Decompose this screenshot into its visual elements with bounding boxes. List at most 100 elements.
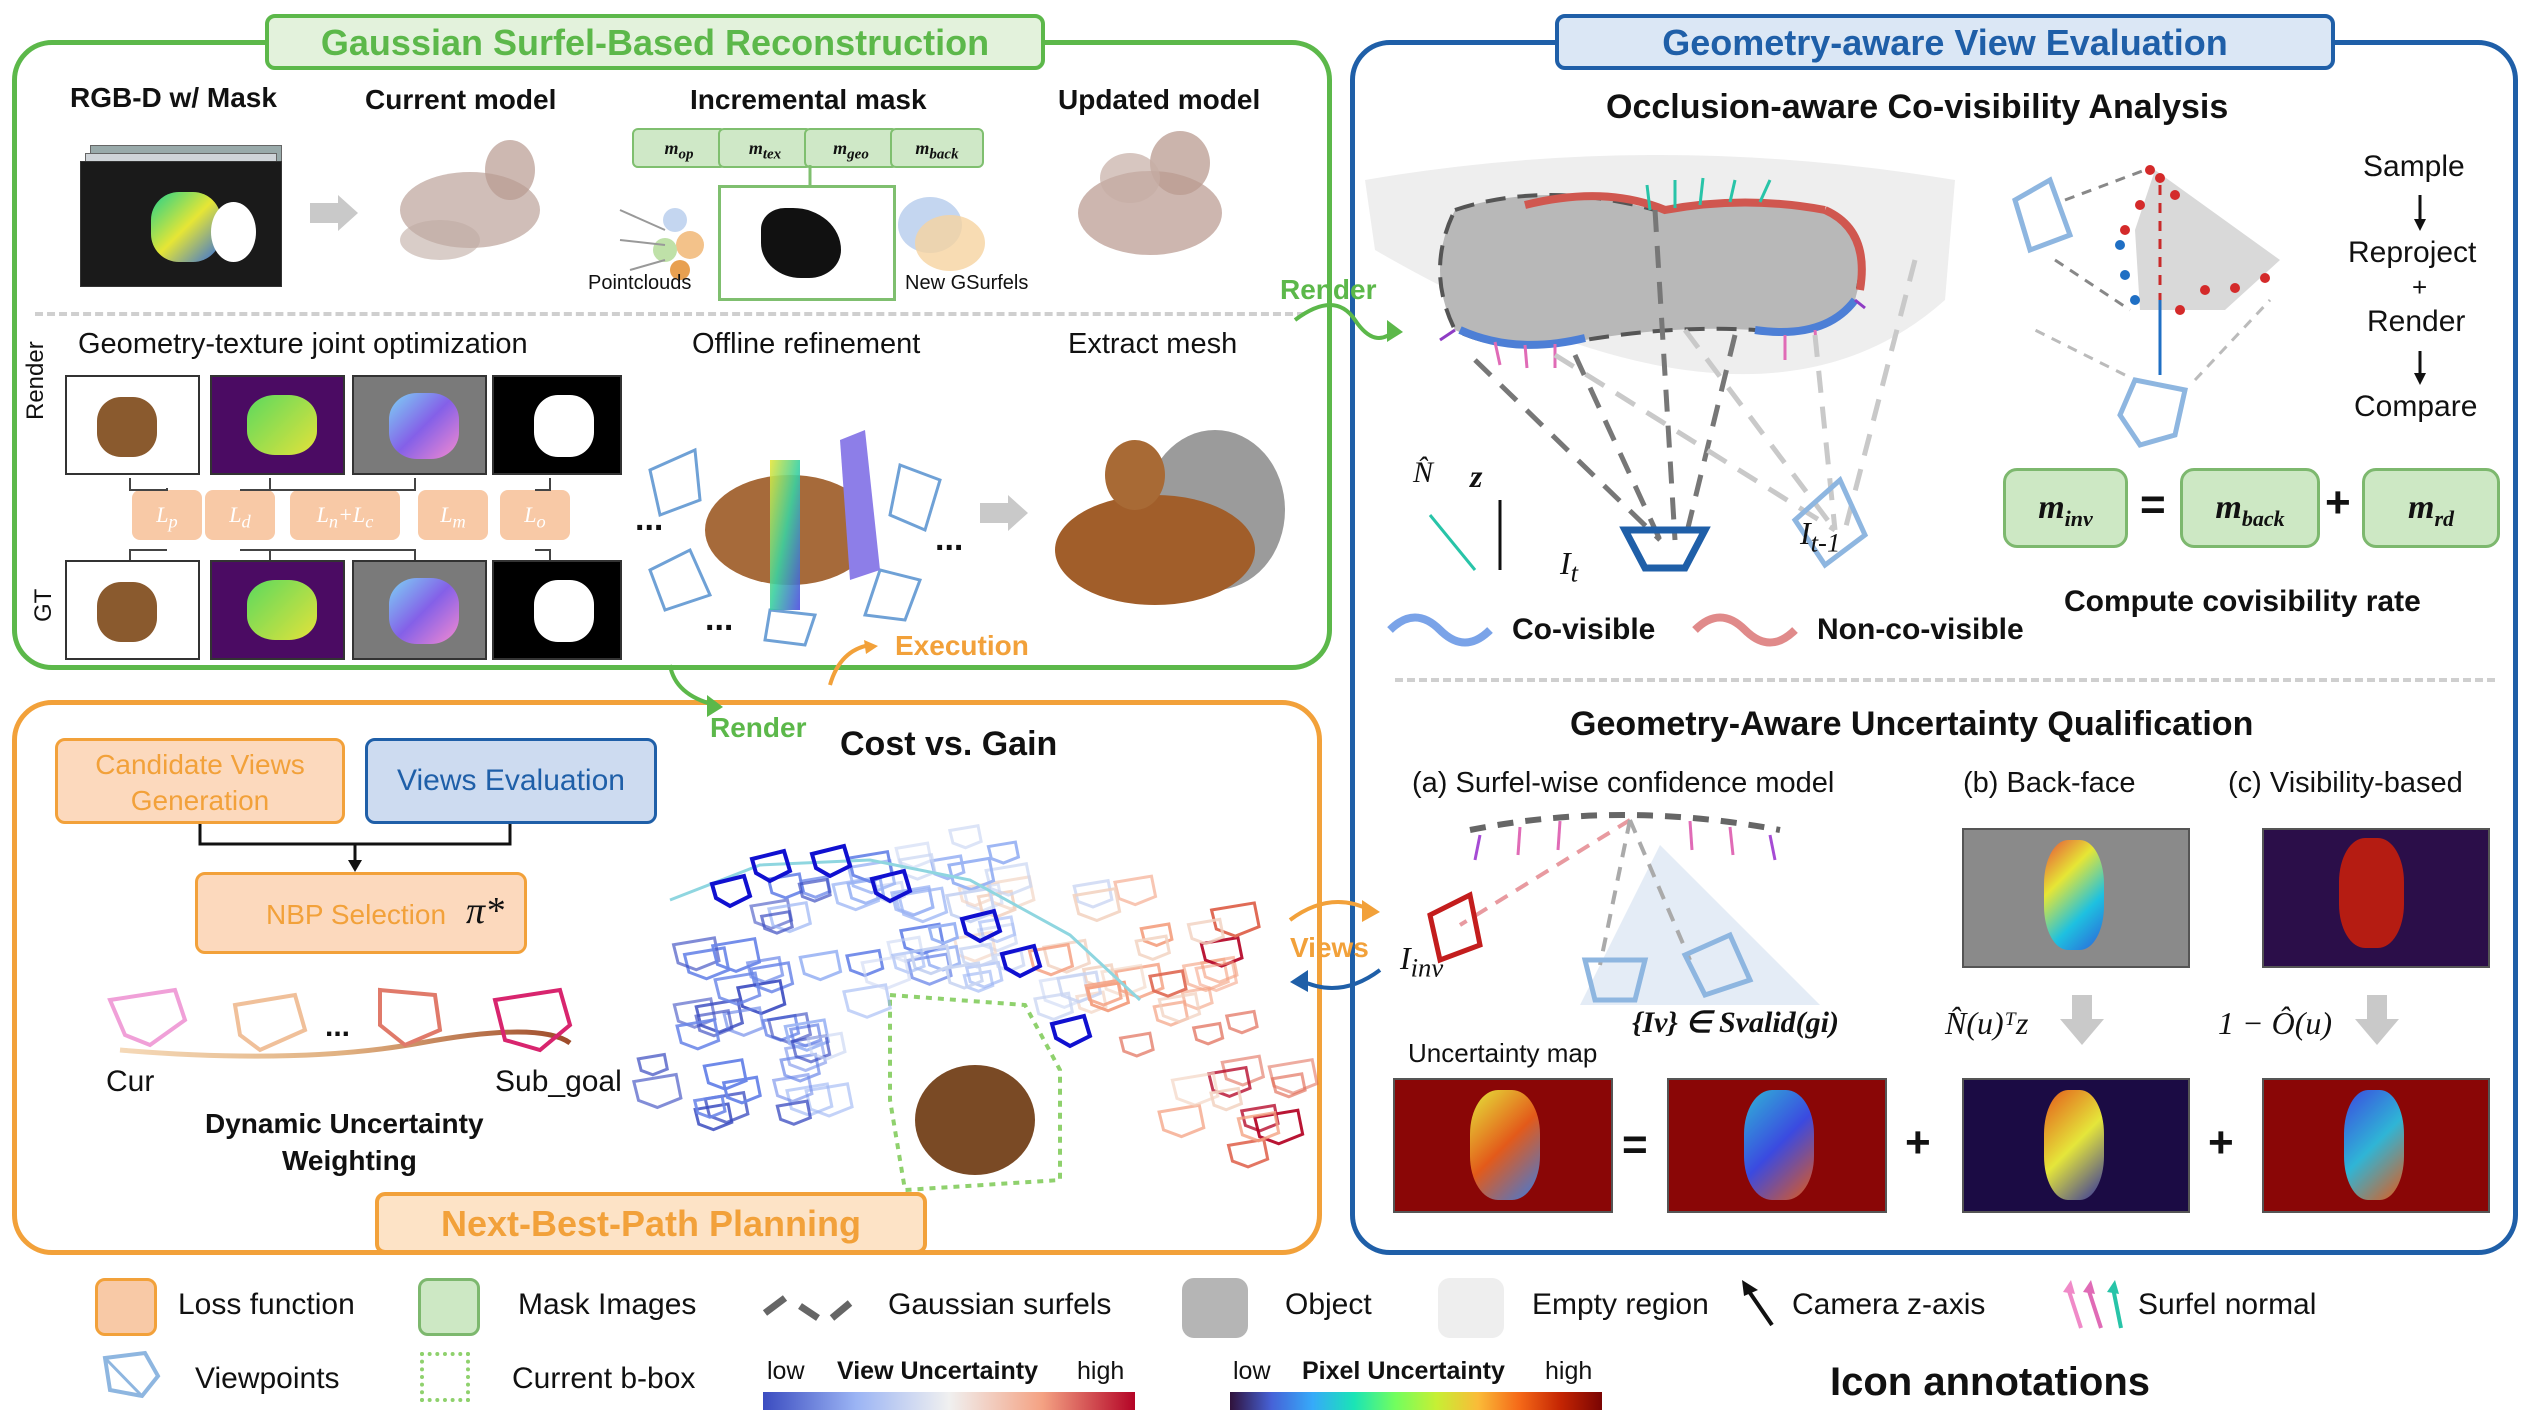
selected-viewpoint [709,873,753,909]
back-face-label: (b) Back-face [1963,767,2136,799]
camera-z-axis-icon [1742,1280,1774,1327]
planning-path-diagram [107,987,573,1059]
new-gsurfels-image [898,197,985,271]
uncertainty-equals: = [1622,1120,1648,1169]
viewpoint-frustum [958,942,996,969]
gt-depth-image [210,560,345,660]
path-dots: ... [325,1010,351,1043]
current-bbox [888,992,1062,1193]
n-hat-label: N̂ [1413,456,1434,489]
cur-label: Cur [106,1065,155,1098]
loss-connectors [129,478,551,562]
m-inv-box: minv [2003,468,2128,548]
arrow-icon [980,495,1028,531]
viewpoint-frustum [767,900,813,934]
back-face-map-image [1962,1078,2190,1213]
backface-formula: N̂(u)ᵀz [1945,1005,2029,1041]
selected-viewpoint [1049,1013,1093,1049]
uncertainty-plus-1: + [1905,1118,1931,1167]
reconstruction-divider [35,312,1305,316]
offline-refinement-label: Offline refinement [692,328,921,360]
step-sample: Sample [2363,150,2465,183]
selected-viewpoint [809,843,853,879]
render-depth-image [210,375,345,475]
render-connector-mid-label: Render [710,712,807,743]
new-gsurfels-label: New GSurfels [905,272,1029,294]
coviz-diagram [1365,155,1955,572]
viewpoint-frustum [1180,986,1214,1011]
viewpoint-frustum [964,960,1004,989]
legend-surfels-label: Gaussian surfels [888,1288,1112,1321]
sub-goal-label: Sub_goal [495,1065,622,1098]
viewpoint-frustum [909,944,953,976]
viewpoint-frustum [898,922,946,956]
viewpoint-frustum [1186,917,1226,946]
viewpoint-frustum [1209,1086,1244,1112]
viewpoint-frustum [976,922,1019,953]
surfel-normal-icon [2063,1280,2123,1329]
viewpoint-frustum [894,841,933,870]
gt-rgb-image [65,560,200,660]
loss-ln-lc: Ln+Lc [290,490,400,540]
viewpoint-frustum [1236,1110,1281,1143]
extract-mesh-label: Extract mesh [1068,328,1238,360]
eq-plus: + [2325,478,2351,527]
visibility-formula: 1 − Ô(u) [2218,1005,2333,1041]
non-co-visible-wave-icon [1692,613,1798,647]
mask-op: mop [632,128,726,168]
viewpoint-frustum [1148,969,1188,998]
co-visible-wave-icon [1387,613,1493,647]
cost-gain-title: Cost vs. Gain [840,725,1058,763]
viewpoint-frustum [749,898,794,930]
render-connector-mid [668,664,723,717]
execution-connector-label: Execution [895,630,1029,661]
viewpoint-frustum [636,1052,669,1077]
object-model [915,1065,1035,1175]
planning-title: Next-Best-Path Planning [375,1192,927,1254]
loss-lo: Lo [500,490,570,540]
legend-object-swatch [1182,1278,1248,1338]
selected-viewpoint [959,908,1003,944]
viewpoint-frustum [1194,960,1239,993]
views-connector [1288,900,1382,992]
current-model-image [400,140,540,260]
incremental-mask-image [718,185,896,301]
selected-viewpoint [999,943,1043,979]
viewpoint-icon [102,1350,161,1399]
viewpoint-frustum [682,946,731,981]
extract-mesh-image [1055,430,1285,605]
viewpoint-frustum [1027,942,1075,977]
reprojection-diagram [2012,165,2280,448]
viewpoint-frustum [1220,1054,1266,1087]
viewpoint-frustum [1209,901,1261,938]
viewpoint-frustum [984,862,1033,897]
viewpoint-frustum [672,997,717,1029]
render-connector-top [1293,303,1403,342]
viewpoint-frustum [1157,991,1202,1024]
visibility-image [2262,828,2490,968]
updated-model-image [1078,131,1222,255]
uncertainty-plus-2: + [2208,1118,2234,1167]
viewpoint-frustum [771,1072,814,1104]
viewpoint-frustum [962,969,995,993]
view-uncertainty-colorbar [763,1392,1135,1410]
render-mask-image [492,375,622,475]
viewpoint-frustum [703,1090,750,1125]
viewpoint-frustum [1170,1071,1220,1107]
coviz-title: Occlusion-aware Co-visibility Analysis [1606,88,2229,126]
viewpoint-frustum [1157,1103,1206,1139]
loss-lm: Lm [418,490,488,540]
legend-camera-z-label: Camera z-axis [1792,1288,1986,1321]
current-model-label: Current model [365,84,557,115]
viewpoint-frustum [1072,878,1114,909]
view-evaluation-divider [1395,678,2495,682]
loss-lp: Lp [132,490,202,540]
viewpoint-frustum [1191,1021,1225,1046]
legend-mask-label: Mask Images [518,1288,697,1321]
selected-viewpoint [749,848,793,884]
view-uncertainty-title: View Uncertainty [837,1357,1039,1385]
down-arrow-icon [2060,995,2104,1045]
viewpoint-frustum [631,1072,683,1110]
legend-surfel-normal-label: Surfel normal [2138,1288,2317,1321]
gt-mask-image [492,560,622,660]
